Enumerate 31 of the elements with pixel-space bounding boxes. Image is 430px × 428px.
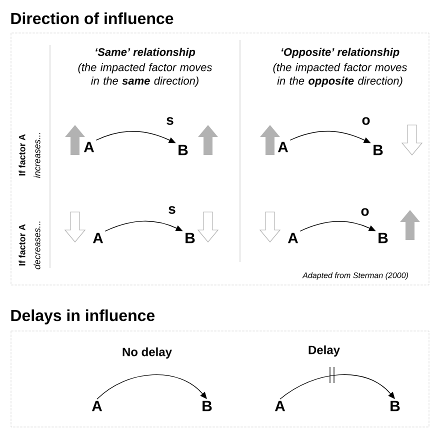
node-letter: A	[84, 142, 94, 152]
node-letter: A	[278, 142, 288, 152]
diagram-caption: Delay	[308, 345, 340, 357]
edge-label: s	[168, 206, 176, 214]
row-label: increases...	[34, 133, 40, 178]
node-letter: B	[202, 400, 212, 412]
edge-label: s	[166, 117, 174, 125]
node-letter: B	[374, 144, 383, 156]
row-label: If factor A	[18, 134, 26, 176]
source-note: Adapted from Sterman (2000)	[302, 272, 408, 280]
diagram-caption: No delay	[122, 347, 172, 359]
node-letter: A	[92, 232, 104, 244]
node-letter: B	[178, 144, 188, 156]
heading: Delays in influence	[11, 309, 155, 324]
row-label: If factor A	[18, 224, 26, 266]
node-letter: A	[288, 232, 298, 244]
arrow	[280, 374, 395, 400]
column-subheading: (the impacted factor moves in the opposite direction)	[273, 63, 407, 87]
node-letter: B	[186, 232, 195, 244]
edge-label: o	[361, 208, 369, 216]
node-letter: B	[390, 400, 400, 412]
node-letter: A	[274, 400, 286, 412]
node-letter: B	[378, 232, 388, 244]
arrow	[96, 374, 207, 400]
node-letter: A	[92, 400, 102, 412]
column-subheading: (the impacted factor moves in the same direction)	[78, 63, 212, 87]
heading: Direction of influence	[11, 12, 174, 24]
row-label: decreases...	[34, 222, 40, 270]
column-heading: ‘Same’ relationship	[96, 48, 196, 58]
column-heading: ‘Opposite’ relationship	[281, 48, 400, 58]
edge-label: o	[362, 117, 370, 125]
